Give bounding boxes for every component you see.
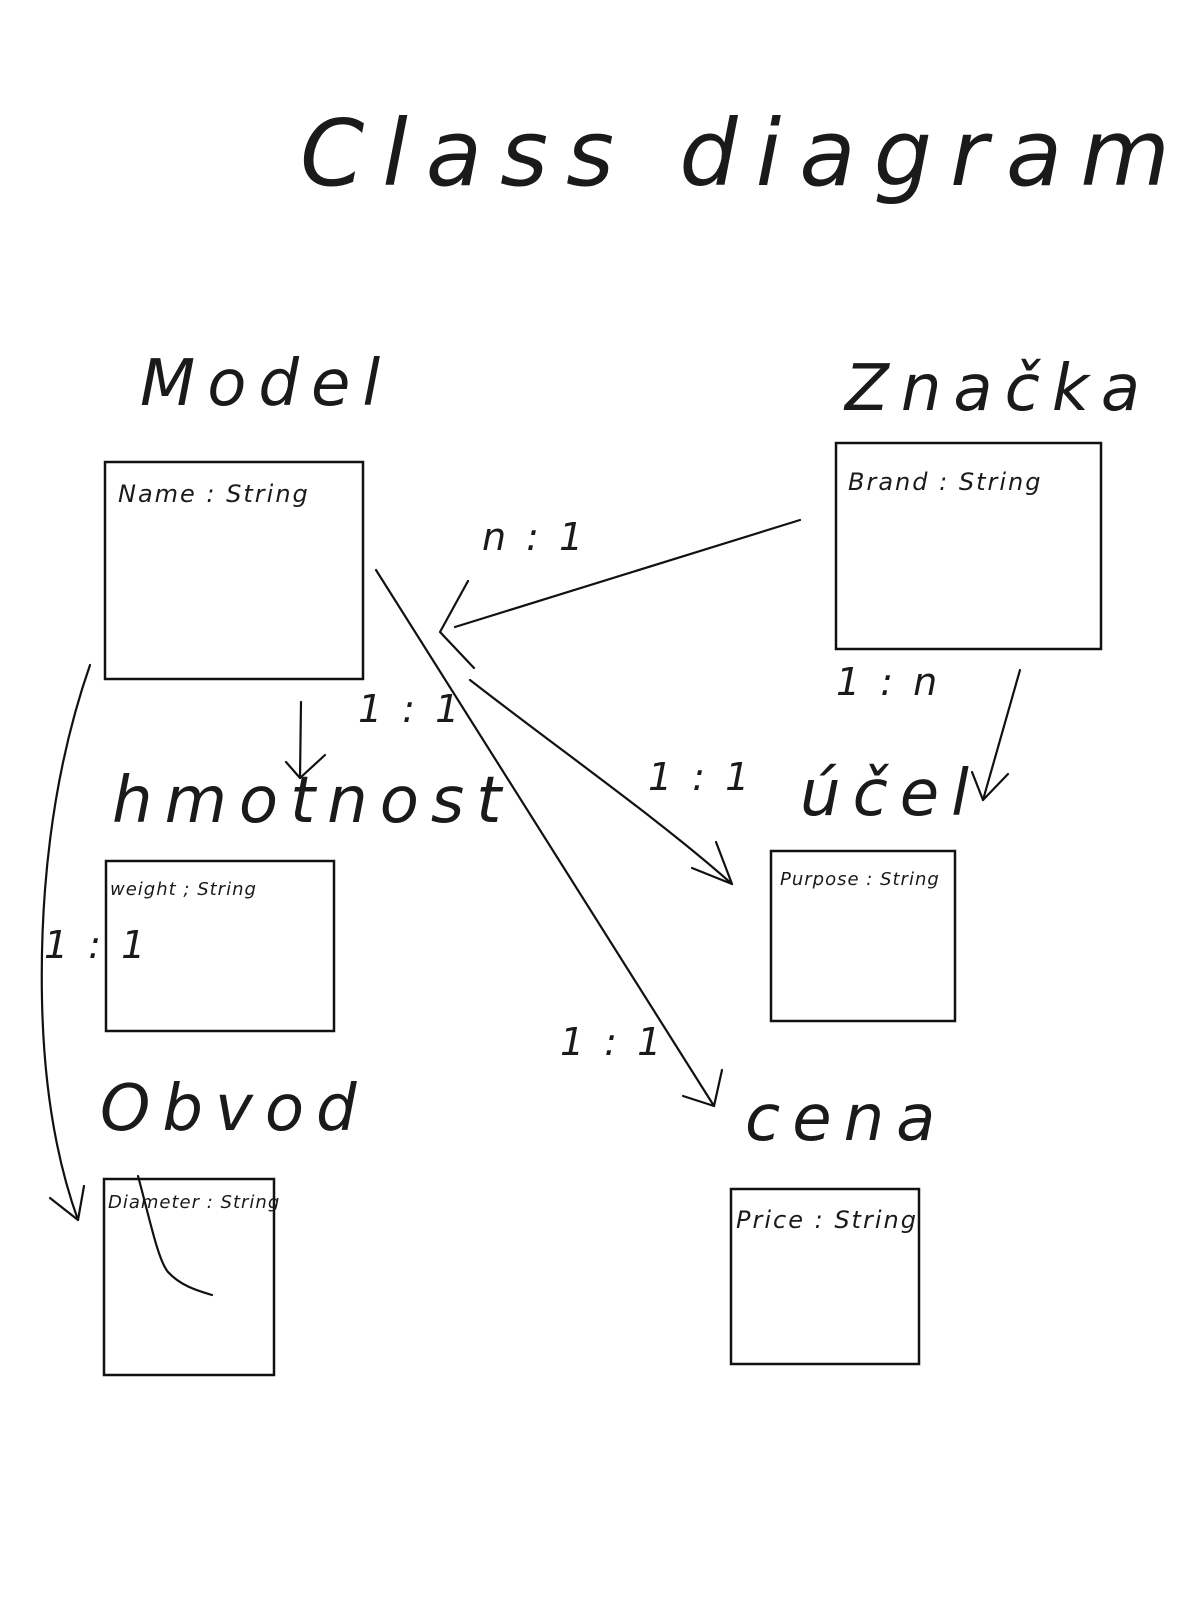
relation-model-obvod-cardinality: 1 : 1 — [44, 923, 149, 967]
class-model-name: Model — [140, 347, 392, 421]
class-cena-attribute: Price : String — [736, 1206, 918, 1234]
relation-znacka-model[interactable]: n : 1 — [438, 515, 802, 670]
class-hmotnost-box[interactable] — [104, 859, 336, 1033]
relation-znacka-model-line — [453, 518, 802, 629]
class-obvod-attribute: Diameter : String — [108, 1192, 280, 1213]
relation-model-hmotnost[interactable]: 1 : 1 — [284, 687, 463, 780]
class-hmotnost-name: hmotnost — [112, 764, 513, 838]
relation-model-ucel-arrowhead — [690, 840, 734, 886]
class-model-attribute: Name : String — [118, 480, 310, 508]
relation-model-obvod-line — [40, 663, 92, 1222]
relation-model-cena[interactable]: 1 : 1 — [374, 568, 724, 1108]
class-obvod-box[interactable] — [102, 1177, 276, 1377]
relation-model-ucel-cardinality: 1 : 1 — [648, 755, 753, 799]
class-cena-box[interactable] — [729, 1187, 921, 1366]
relation-znacka-ucel-cardinality: 1 : n — [836, 660, 941, 704]
relation-model-ucel[interactable]: 1 : 1 — [468, 678, 753, 886]
diagram-title: Class diagram — [300, 100, 1188, 207]
relation-znacka-ucel-line — [981, 668, 1022, 802]
relation-model-ucel-line — [468, 678, 734, 886]
class-ucel[interactable]: účel Purpose : String — [769, 757, 981, 1023]
class-model[interactable]: Model Name : String — [103, 347, 392, 681]
relation-znacka-model-arrowhead — [438, 579, 476, 670]
class-znacka-box[interactable] — [834, 441, 1103, 651]
relation-model-cena-cardinality: 1 : 1 — [560, 1020, 665, 1064]
class-cena-name: cena — [745, 1082, 947, 1156]
class-ucel-box[interactable] — [769, 849, 957, 1023]
class-znacka[interactable]: Značka Brand : String — [834, 352, 1152, 651]
class-obvod-name: Obvod — [100, 1072, 369, 1146]
class-ucel-attribute: Purpose : String — [780, 869, 940, 890]
class-hmotnost[interactable]: hmotnost weight ; String — [104, 764, 513, 1033]
relation-model-hmotnost-cardinality: 1 : 1 — [358, 687, 463, 731]
relation-model-hmotnost-arrowhead — [284, 753, 327, 780]
obvod-stray-stroke — [136, 1174, 214, 1297]
class-ucel-name: účel — [800, 757, 981, 831]
relation-model-obvod-arrowhead — [48, 1184, 86, 1222]
relation-model-cena-line — [374, 568, 716, 1108]
relation-model-cena-arrowhead — [681, 1068, 724, 1108]
class-cena[interactable]: cena Price : String — [729, 1082, 947, 1366]
relation-znacka-ucel[interactable]: 1 : n — [836, 660, 1022, 802]
class-znacka-name: Značka — [843, 352, 1152, 426]
relation-znacka-model-cardinality: n : 1 — [482, 515, 587, 559]
relation-model-obvod[interactable]: 1 : 1 — [40, 663, 150, 1222]
class-obvod[interactable]: Obvod Diameter : String — [100, 1072, 369, 1377]
class-znacka-attribute: Brand : String — [848, 468, 1042, 496]
class-model-box[interactable] — [103, 460, 365, 681]
class-hmotnost-attribute: weight ; String — [110, 879, 257, 900]
relation-model-hmotnost-line — [298, 700, 303, 780]
relation-znacka-ucel-arrowhead — [970, 770, 1010, 802]
